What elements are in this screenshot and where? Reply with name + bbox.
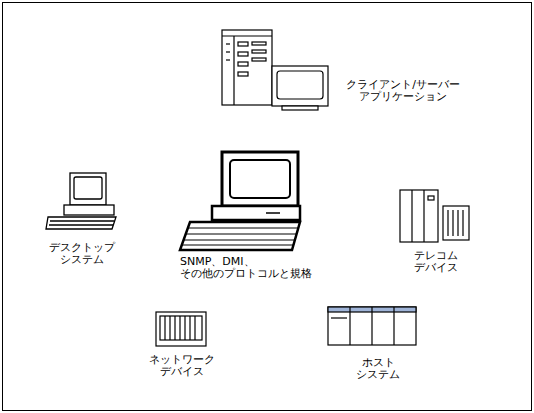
protocol-label: SNMP、DMI、 その他のプロトコルと規格 (180, 256, 330, 280)
device-label: テレコム デバイス (406, 250, 466, 274)
host-system-icon (328, 307, 416, 345)
server-icon (222, 30, 328, 110)
management-console-icon (180, 152, 300, 250)
device-label: ホスト システム (348, 357, 408, 381)
frame-border (3, 3, 532, 411)
device-label: デスクトップ システム (42, 242, 122, 266)
network-device-icon (156, 312, 206, 346)
application-label: クライアント/サーバー アプリケーション (333, 79, 473, 103)
device-label: ネットワーク デバイス (142, 354, 222, 378)
telecom-icon (400, 190, 469, 242)
desktop-icon (46, 173, 116, 229)
